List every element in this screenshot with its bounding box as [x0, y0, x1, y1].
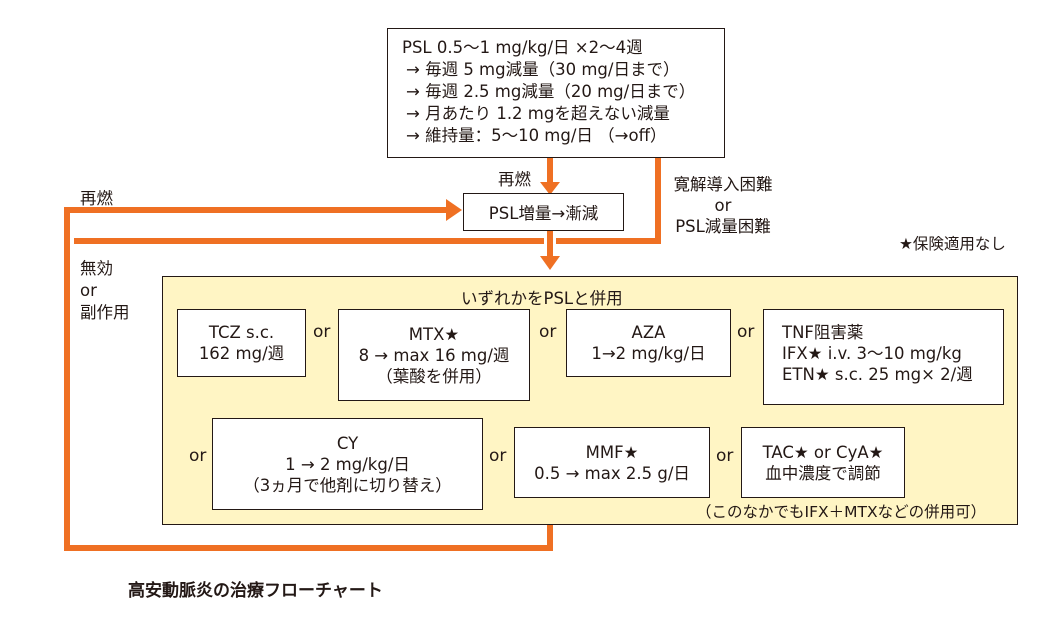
- drug-box-mmf: MMF★ 0.5 → max 2.5 g/日: [514, 427, 710, 498]
- tac-line-1: TAC★ or CyA★: [762, 442, 884, 462]
- mtx-line-3: （葉酸を併用）: [376, 366, 492, 386]
- tnf-line-1: TNF阻害薬: [782, 323, 864, 342]
- invalid-line-or: or: [80, 281, 97, 300]
- drug-box-aza: AZA 1→2 mg/kg/日: [566, 309, 731, 377]
- aza-line-1: AZA: [631, 323, 666, 342]
- mmf-line-2: 0.5 → max 2.5 g/日: [534, 463, 690, 483]
- drug-box-cy: CY 1 → 2 mg/kg/日 （3ヵ月で他剤に切り替え）: [212, 418, 483, 510]
- relapse-label-mid: 再燃: [498, 170, 531, 189]
- arrowhead-relapse: [446, 199, 462, 221]
- protocol-line-3: → 毎週 2.5 mg減量（20 mg/日まで）: [406, 82, 696, 101]
- psl-increase-box: PSL増量→漸減: [463, 193, 624, 231]
- cy-line-2: 1 → 2 mg/kg/日: [285, 454, 410, 474]
- psl-increase-label: PSL増量→漸減: [488, 204, 599, 223]
- insurance-note: ★保険適用なし: [899, 235, 1006, 253]
- remission-difficulty-label: 寛解導入困難 or PSL減量困難: [663, 174, 783, 237]
- panel-header: いずれかをPSLと併用: [461, 289, 623, 308]
- or-label: or: [189, 446, 207, 466]
- relapse-label-left: 再燃: [80, 189, 113, 208]
- mmf-line-1: MMF★: [585, 442, 639, 462]
- protocol-line-4: → 月あたり 1.2 mgを超えない減量: [406, 104, 670, 123]
- tac-line-2: 血中濃度で調節: [765, 463, 881, 483]
- connector-remission-path: [556, 158, 661, 244]
- drug-box-tcz: TCZ s.c. 162 mg/週: [177, 309, 306, 377]
- protocol-line-2: → 毎週 5 mg減量（30 mg/日まで）: [406, 60, 680, 79]
- mtx-line-1: MTX★: [408, 324, 460, 344]
- tnf-line-2: IFX★ i.v. 3〜10 mg/kg: [782, 344, 962, 363]
- figure-caption: 高安動脈炎の治療フローチャート: [128, 581, 383, 601]
- or-label: or: [489, 446, 507, 466]
- drug-box-tac-cya: TAC★ or CyA★ 血中濃度で調節: [741, 427, 905, 498]
- invalid-line-2: 副作用: [80, 303, 130, 322]
- remission-line-2: PSL減量困難: [675, 217, 771, 236]
- remission-line-or: or: [714, 196, 732, 215]
- or-label: or: [737, 322, 755, 342]
- psl-protocol-box: PSL 0.5〜1 mg/kg/日 ×2〜4週 → 毎週 5 mg減量（30 m…: [387, 28, 725, 158]
- tcz-line-1: TCZ s.c.: [208, 323, 275, 342]
- or-label: or: [313, 322, 331, 342]
- or-label: or: [716, 446, 734, 466]
- invalid-label: 無効 or 副作用: [80, 258, 130, 324]
- mtx-line-2: 8 → max 16 mg/週: [358, 345, 510, 365]
- aza-line-2: 1→2 mg/kg/日: [591, 344, 706, 363]
- tnf-line-3: ETN★ s.c. 25 mg× 2/週: [782, 365, 973, 384]
- connector-relapse-loop: [64, 207, 553, 551]
- protocol-line-1: PSL 0.5〜1 mg/kg/日 ×2〜4週: [402, 38, 643, 57]
- panel-footer: （このなかでもIFX＋MTXなどの併用可）: [696, 503, 987, 521]
- arrowhead-to-panel: [540, 256, 560, 270]
- arrowhead-to-psl: [540, 182, 560, 195]
- drug-box-mtx: MTX★ 8 → max 16 mg/週 （葉酸を併用）: [338, 309, 530, 401]
- or-label: or: [539, 322, 557, 342]
- remission-line-1: 寛解導入困難: [673, 175, 773, 194]
- tcz-line-2: 162 mg/週: [198, 344, 285, 363]
- protocol-line-5: → 維持量：5〜10 mg/日 （→off）: [406, 126, 667, 145]
- cy-line-1: CY: [336, 433, 359, 453]
- drug-box-tnf: TNF阻害薬 IFX★ i.v. 3〜10 mg/kg ETN★ s.c. 25…: [763, 309, 1004, 405]
- cy-line-3: （3ヵ月で他剤に切り替え）: [243, 475, 452, 495]
- invalid-line-1: 無効: [80, 259, 113, 278]
